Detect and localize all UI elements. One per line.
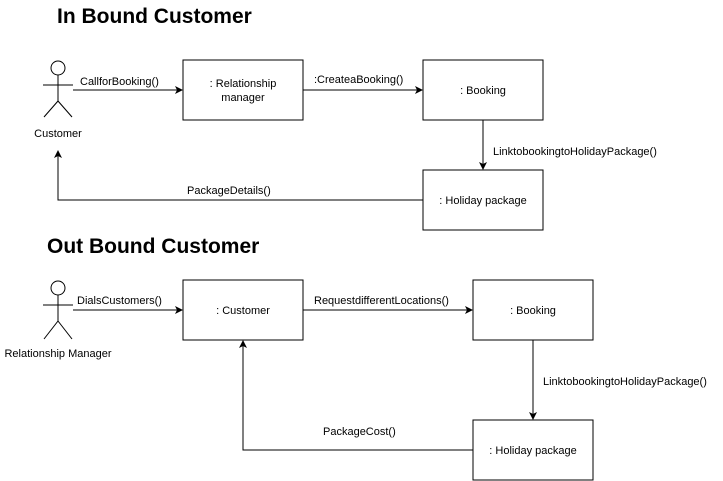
edge-label: LinktobookingtoHolidayPackage() xyxy=(543,376,707,388)
outbound-node-customer[interactable]: : Customer xyxy=(182,279,304,341)
node-label-line1: : Relationship xyxy=(210,78,277,90)
node-box xyxy=(182,279,304,341)
outbound-node-holiday-package[interactable]: : Holiday package xyxy=(472,419,594,481)
outbound-actor-relationship-manager[interactable] xyxy=(43,280,73,340)
node-label: : Holiday package xyxy=(439,195,526,207)
node-label: : Customer xyxy=(216,305,270,317)
actor-left-leg xyxy=(43,100,59,118)
inbound-edge-packagedetails: PackageDetails() xyxy=(54,150,423,201)
node-box xyxy=(182,59,304,121)
node-box xyxy=(472,419,594,481)
arrowhead xyxy=(175,306,183,314)
edge-label: LinktobookingtoHolidayPackage() xyxy=(493,146,657,158)
arrowhead xyxy=(175,86,183,94)
actor-left-leg xyxy=(43,320,59,340)
edge-label: CallforBooking() xyxy=(80,76,159,88)
outbound-actor-label: Relationship Manager xyxy=(4,348,111,360)
arrowhead xyxy=(479,162,487,170)
outbound-node-booking[interactable]: : Booking xyxy=(472,279,594,341)
inbound-node-holiday-package[interactable]: : Holiday package xyxy=(422,169,544,231)
outbound-edge-packagecost: PackageCost() xyxy=(239,340,473,451)
arrowhead xyxy=(415,86,423,94)
inbound-actor-label: Customer xyxy=(34,128,82,140)
outbound-edge-dialscustomers: DialsCustomers() xyxy=(73,295,183,314)
actor-head xyxy=(50,280,66,296)
edge-line xyxy=(57,156,423,201)
outbound-edge-linktobooking: LinktobookingtoHolidayPackage() xyxy=(529,340,707,420)
actor-right-leg xyxy=(57,320,73,340)
arrowhead xyxy=(239,340,247,348)
actor-head xyxy=(50,60,66,76)
inbound-section: In Bound Customer Customer : Relationshi… xyxy=(34,5,657,231)
inbound-edge-createabooking: :CreateaBooking() xyxy=(303,74,423,94)
inbound-edge-callforbooking: CallforBooking() xyxy=(73,76,183,94)
node-label: : Holiday package xyxy=(489,445,576,457)
inbound-node-booking[interactable]: : Booking xyxy=(422,59,544,121)
inbound-edge-linktobooking: LinktobookingtoHolidayPackage() xyxy=(479,120,657,170)
arrowhead xyxy=(465,306,473,314)
arrowhead xyxy=(54,150,62,158)
node-label: : Booking xyxy=(460,85,506,97)
edge-label: :CreateaBooking() xyxy=(314,74,403,86)
node-box xyxy=(472,279,594,341)
edge-label: DialsCustomers() xyxy=(77,295,162,307)
node-label-line2: manager xyxy=(221,92,265,104)
edge-label: PackageCost() xyxy=(323,426,396,438)
outbound-section: Out Bound Customer Relationship Manager … xyxy=(4,235,707,481)
actor-right-leg xyxy=(57,100,73,118)
inbound-node-relationship-manager[interactable]: : Relationship manager xyxy=(182,59,304,121)
outbound-edge-requestdifferentlocations: RequestdifferentLocations() xyxy=(303,295,473,314)
inbound-title: In Bound Customer xyxy=(57,5,252,28)
edge-label: PackageDetails() xyxy=(187,185,271,197)
edge-label: RequestdifferentLocations() xyxy=(314,295,449,307)
inbound-actor-customer[interactable] xyxy=(43,60,73,118)
arrowhead xyxy=(529,412,537,420)
outbound-title: Out Bound Customer xyxy=(47,235,259,258)
edge-line xyxy=(242,346,473,451)
node-label: : Booking xyxy=(510,305,556,317)
